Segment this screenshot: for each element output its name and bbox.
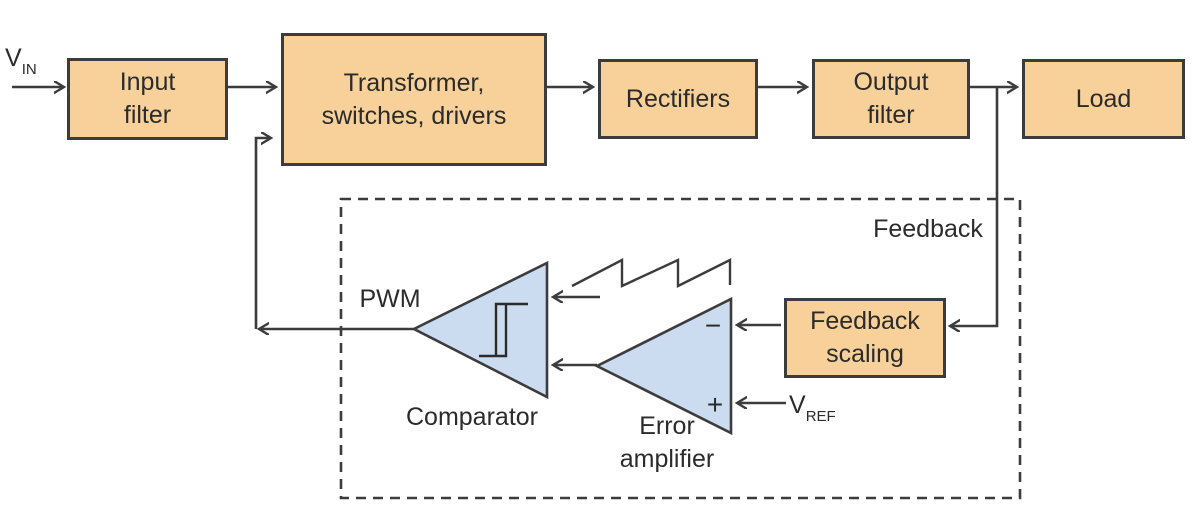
noninverting-input-sign: + (706, 389, 724, 420)
feedback-scaling-label: Feedback scaling (810, 307, 920, 368)
transformer-switches-drivers-label: Transformer, switches, drivers (321, 68, 507, 130)
sawtooth-waveform-icon (571, 258, 732, 288)
feedback-label: Feedback (873, 215, 983, 243)
load-block: Load (1022, 59, 1185, 139)
vref-symbol: V (789, 391, 806, 419)
vin-symbol: V (5, 44, 22, 72)
pwm-label: PWM (359, 285, 421, 313)
input-filter-block: Input filter (67, 58, 228, 140)
control-loop-dashed-box-icon (339, 197, 1022, 500)
output-filter-block: Output filter (812, 59, 970, 139)
error-amplifier-label: Error amplifier (619, 412, 715, 473)
inverting-input-sign: − (704, 310, 722, 341)
input-filter-label: Input filter (119, 68, 176, 129)
rectifiers-label: Rectifiers (625, 84, 731, 113)
comparator-label: Comparator (406, 403, 538, 431)
vref-label: VREF (789, 389, 836, 426)
vin-label: VIN (5, 42, 37, 79)
vref-subscript: REF (805, 408, 836, 426)
error-amplifier-triangle-icon (594, 296, 733, 436)
comparator-triangle-icon (411, 260, 549, 400)
hysteresis-icon (479, 302, 528, 358)
transformer-switches-drivers-block: Transformer, switches, drivers (281, 33, 547, 166)
feedback-scaling-block: Feedback scaling (784, 298, 946, 378)
rectifiers-block: Rectifiers (598, 59, 758, 139)
pwm-riser-wire (254, 138, 270, 329)
feedback-tap-wire (951, 87, 999, 326)
vin-subscript: IN (21, 61, 37, 79)
load-label: Load (1075, 84, 1132, 113)
output-filter-label: Output filter (853, 68, 929, 129)
